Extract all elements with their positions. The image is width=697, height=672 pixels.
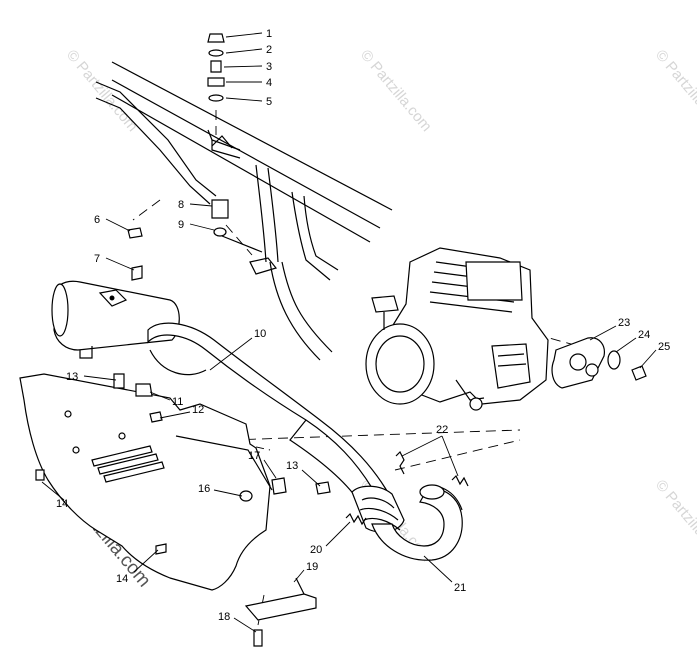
callout-17: 17 — [248, 450, 260, 462]
watermark: © Partzilla.com — [652, 477, 697, 565]
callout-8: 8 — [178, 199, 184, 211]
muffler — [51, 280, 180, 359]
bracket — [244, 577, 317, 621]
callouts: 1 2 3 4 5 6 7 8 9 10 11 12 13 13 — [41, 28, 670, 633]
callout-3: 3 — [266, 61, 272, 73]
exhaust-pipe — [147, 322, 405, 533]
callout-13: 13 — [286, 460, 298, 472]
callout-23: 23 — [618, 317, 630, 329]
callout-10: 10 — [254, 328, 266, 340]
callout-4: 4 — [266, 77, 272, 89]
engine — [365, 247, 549, 411]
callout-16: 16 — [198, 483, 210, 495]
callout-1: 1 — [266, 28, 272, 40]
callout-18: 18 — [218, 611, 230, 623]
callout-20: 20 — [310, 544, 322, 556]
callout-7: 7 — [94, 253, 100, 265]
callout-13: 13 — [66, 371, 78, 383]
callout-12: 12 — [192, 404, 204, 416]
callout-25: 25 — [658, 341, 670, 353]
callout-2: 2 — [266, 44, 272, 56]
frame — [95, 61, 393, 361]
callout-19: 19 — [306, 561, 318, 573]
callout-22: 22 — [436, 424, 448, 436]
callout-6: 6 — [94, 214, 100, 226]
callout-9: 9 — [178, 219, 184, 231]
heat-shield — [19, 373, 273, 591]
callout-21: 21 — [454, 582, 466, 594]
callout-11: 11 — [172, 396, 183, 408]
header-pipe — [371, 484, 463, 561]
callout-5: 5 — [266, 96, 272, 108]
exhaust-flange — [551, 337, 647, 389]
watermark: © Partzilla.com — [652, 47, 697, 135]
callout-24: 24 — [638, 329, 650, 341]
watermark: © Partzilla.com — [357, 47, 435, 135]
hardware — [35, 33, 469, 647]
callout-14: 14 — [116, 573, 128, 585]
callout-14: 14 — [56, 498, 68, 510]
watermark: © Partzilla.com — [63, 47, 141, 135]
